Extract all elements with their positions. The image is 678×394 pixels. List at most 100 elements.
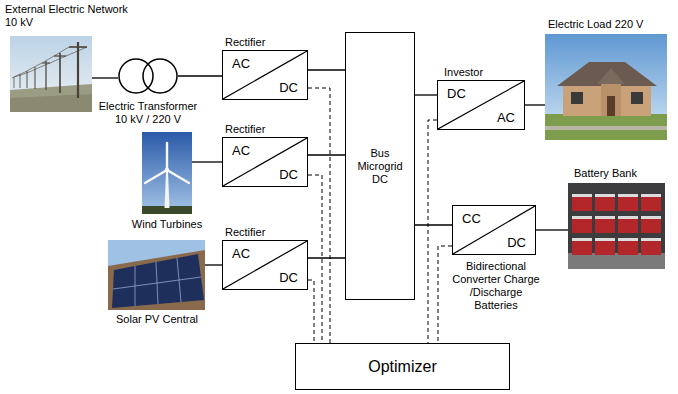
wind-turbine-photo-part: [145, 170, 167, 183]
battery-bank-photo-part: [572, 194, 661, 241]
battery-bank-photo-part: [568, 183, 665, 269]
battery-bank-photo-part: [641, 238, 661, 241]
house-photo-part: [601, 84, 621, 116]
power-line-photo-part: [12, 42, 87, 98]
battery-bank-photo-part: [595, 238, 615, 241]
battery-bank-photo-part: [641, 219, 661, 233]
power-line-photo-part: [14, 77, 15, 88]
power-line: [525, 104, 545, 105]
symbol-caption: Electric Transformer 10 kV / 220 V: [93, 100, 203, 126]
battery-bank-photo-part: [572, 216, 592, 219]
diagonal-line: [438, 81, 524, 129]
converter-title: Rectifier: [225, 36, 265, 49]
house-photo-part: [545, 114, 667, 140]
battery-bank-photo-part: [572, 197, 592, 211]
power-line: [192, 161, 222, 162]
battery-bank-photo-part: [618, 197, 638, 211]
house-photo-part: [607, 96, 615, 116]
turbine-photo-node: Wind Turbines: [142, 132, 192, 214]
converter-box: InvestorDCAC: [437, 80, 525, 130]
power-line: [92, 77, 118, 78]
photo-caption: Battery Bank: [574, 167, 637, 180]
battery-bank-photo-part: [572, 238, 592, 241]
solar-photo-node: Solar PV Central: [108, 240, 205, 310]
battery-bank-photo-part: [618, 238, 638, 241]
house-photo-part: [563, 84, 651, 116]
battery-bank-photo-part: [641, 216, 661, 219]
power-line-photo-part: [14, 47, 87, 77]
control-line: [308, 175, 322, 343]
battery-bank-photo: [568, 183, 665, 269]
converter-output: DC: [279, 80, 298, 95]
power-line-photo-part: [10, 36, 92, 112]
wind-turbine-photo-part: [165, 172, 170, 208]
converter-output: AC: [497, 110, 515, 125]
house-photo-part: [571, 92, 583, 104]
photo-caption: Solar PV Central: [102, 313, 212, 326]
transformer-coils: [118, 56, 178, 96]
converter-title: Rectifier: [225, 226, 265, 239]
power-line: [178, 75, 222, 76]
battery-bank-photo-part: [618, 216, 638, 219]
power-line-photo-part: [45, 61, 46, 90]
converter-input: AC: [232, 143, 250, 158]
grid-photo: External Electric Network 10 kV: [10, 36, 92, 112]
solar-panel-photo-part: [113, 277, 201, 289]
power-line-photo-part: [27, 71, 28, 88]
power-line-photo-part: [54, 55, 66, 56]
wind-turbine-photo-part: [165, 168, 169, 172]
power-line-photo-part: [35, 67, 36, 89]
coil-circle: [143, 59, 177, 93]
power-line: [415, 224, 452, 225]
house-photo-part: [597, 68, 625, 84]
solar-panel-photo-part: [112, 254, 204, 308]
power-line-photo-part: [10, 94, 92, 112]
battery-bank-photo-part: [618, 194, 638, 197]
battery-bank-photo-part: [572, 241, 592, 255]
wind-turbine-photo-part: [142, 132, 192, 214]
house-photo: [545, 34, 667, 140]
converter-caption: Bidirectional Converter Charge /Discharg…: [449, 260, 543, 312]
converter-input: AC: [232, 246, 250, 261]
bus-box: Bus Microgrid DC: [345, 32, 415, 300]
power-line: [205, 264, 222, 265]
control-line: [438, 246, 452, 343]
photo-caption: Wind Turbines: [122, 218, 212, 231]
converter-input: CC: [462, 211, 481, 226]
control-line: [428, 120, 437, 343]
optimizer-label: Optimizer: [368, 357, 436, 376]
control-line: [308, 88, 330, 343]
power-line-photo: [10, 36, 92, 112]
power-line-photo-part: [69, 46, 87, 48]
house-photo-part: [557, 62, 657, 86]
converter-input: AC: [232, 56, 250, 71]
diagonal-line: [223, 241, 307, 289]
battery-bank-photo-part: [641, 194, 661, 197]
photo-caption: External Electric Network 10 kV: [5, 3, 135, 29]
wind-turbine-photo-part: [167, 170, 189, 183]
battery-photo-node: Battery Bank: [568, 183, 665, 269]
photo-caption: Electric Load 220 V: [548, 18, 643, 31]
power-line-photo-part: [12, 47, 69, 78]
battery-bank-photo-part: [572, 197, 661, 255]
battery-bank-photo-part: [568, 253, 665, 269]
battery-bank-photo-part: [595, 216, 615, 219]
solar-panel-photo-part: [113, 258, 201, 306]
wind-turbine-photo: [142, 132, 192, 214]
battery-bank-photo-part: [595, 219, 615, 233]
house-photo-node: Electric Load 220 V: [545, 34, 667, 140]
battery-bank-photo-part: [595, 194, 615, 197]
control-line: [308, 280, 314, 343]
converter-output: DC: [279, 270, 298, 285]
power-line: [415, 94, 437, 95]
diagonal-line: [453, 206, 535, 254]
converter-box: RectifierACDC: [222, 50, 308, 100]
power-line: [536, 229, 568, 230]
battery-bank-photo-part: [641, 241, 661, 255]
house-photo-part: [631, 92, 643, 104]
wind-turbine-photo-part: [166, 143, 168, 170]
power-line: [308, 154, 345, 155]
battery-bank-photo-part: [572, 219, 592, 233]
battery-bank-photo-part: [618, 219, 638, 233]
